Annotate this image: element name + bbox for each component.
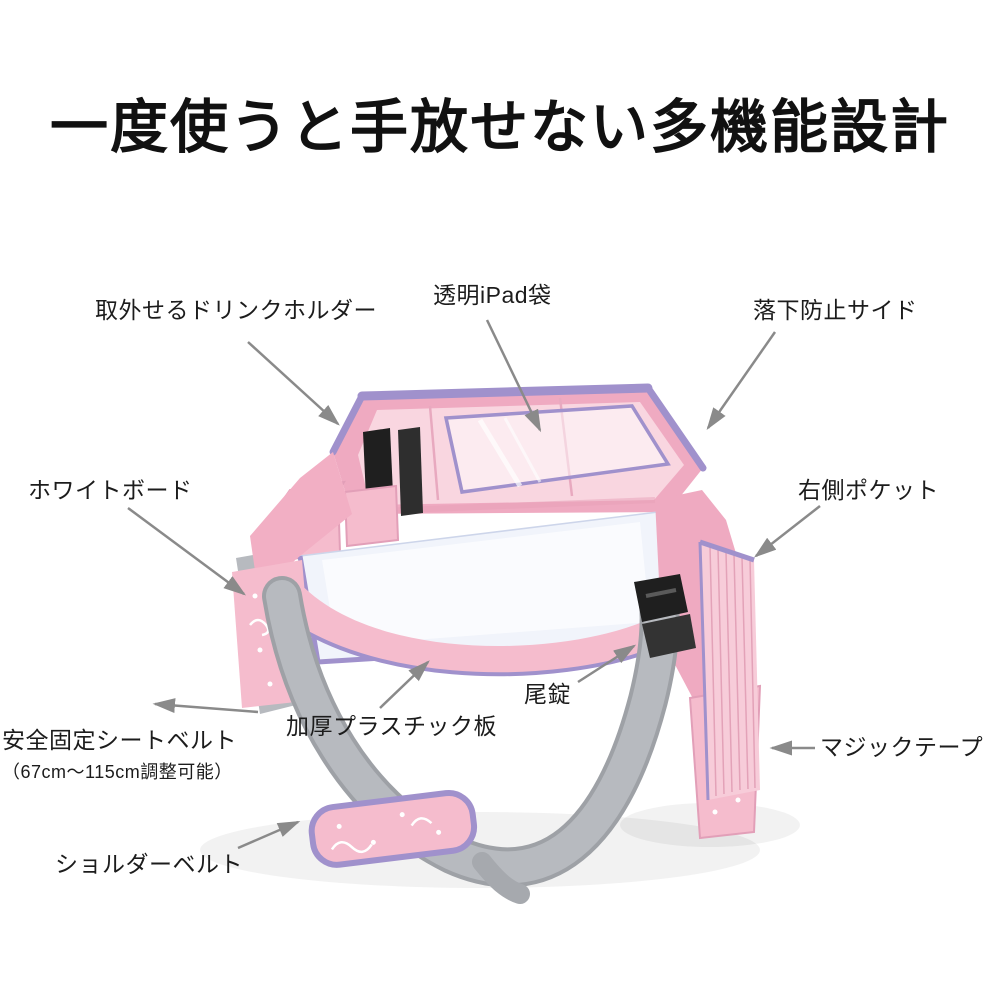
shoulder-pad-graphic [308,789,478,868]
label-whiteboard: ホワイトボード [28,477,193,503]
label-seatbelt-range: （67cm〜115cm調整可能） [2,761,233,782]
arrow-drink-holder [247,341,340,426]
arrow-whiteboard [127,506,247,596]
label-seatbelt-main: 安全固定シートベルト [2,727,237,753]
buckle-graphic [634,574,696,658]
callout-arrows [127,319,821,850]
arrow-plastic-board [379,660,430,709]
arrow-right-pocket [754,505,821,558]
arrow-fall-guard [706,331,777,431]
label-seatbelt: 安全固定シートベルト （67cm〜115cm調整可能） [2,726,237,783]
seat-belt-graphic [262,576,680,904]
label-buckle: 尾錠 [524,681,571,707]
arrow-buckle [577,644,637,684]
label-right-pocket: 右側ポケット [798,477,939,503]
tray-surface-graphic [297,511,669,665]
arrow-ipad-pocket [485,319,542,433]
label-plastic-board: 加厚プラスチック板 [286,713,498,739]
arrow-shoulder-belt [237,820,301,850]
label-ipad-pocket: 透明iPad袋 [433,282,552,308]
label-drink-holder: 取外せるドリンクホルダー [95,297,377,323]
label-velcro: マジックテープ [820,734,984,760]
label-shoulder-belt: ショルダーベルト [55,851,243,877]
page-title: 一度使うと手放せない多機能設計 [49,95,950,160]
right-pocket-graphic [655,490,762,840]
label-fall-guard: 落下防止サイド [753,297,918,323]
arrow-seatbelt [152,698,259,714]
ipad-pocket-graphic [443,404,671,494]
